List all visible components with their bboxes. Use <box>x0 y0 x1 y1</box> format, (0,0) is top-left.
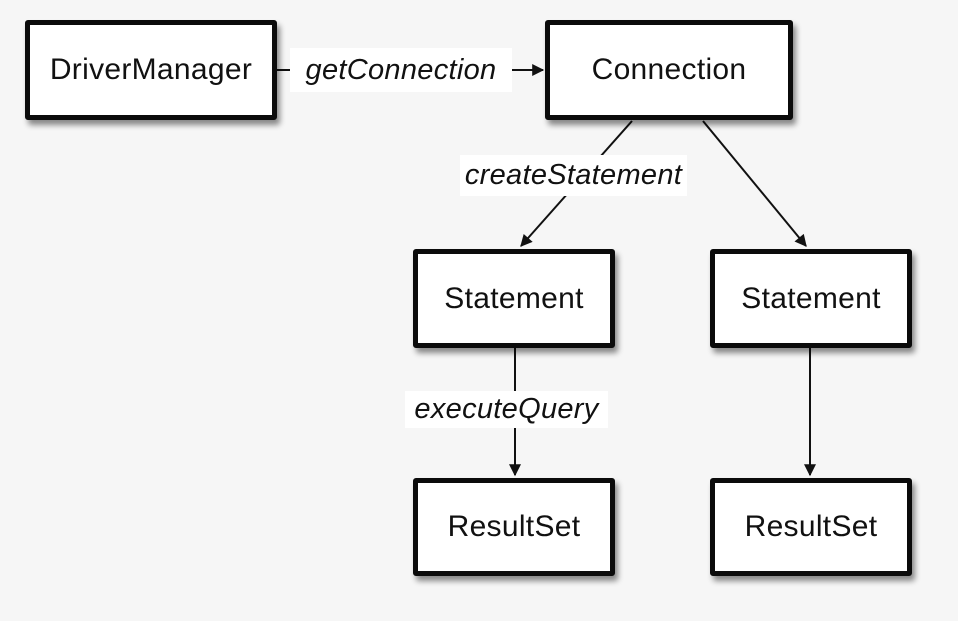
node-connection-label: Connection <box>591 53 747 86</box>
edge-label-createstatement: createStatement <box>460 155 687 196</box>
edge-label-getconnection-text: getConnection <box>305 53 497 86</box>
node-statement-right-label: Statement <box>741 281 881 315</box>
node-resultset-right: ResultSet <box>710 478 912 576</box>
edge-connection-to-statement-right-line <box>702 120 807 247</box>
node-resultset-left-label: ResultSet <box>447 510 581 543</box>
node-driver-manager: DriverManager <box>25 20 277 120</box>
node-statement-left-label: Statement <box>444 281 584 315</box>
edge-label-getconnection: getConnection <box>290 48 512 92</box>
node-driver-manager-label: DriverManager <box>49 53 253 86</box>
edge-label-executequery: executeQuery <box>405 391 608 428</box>
edge-label-createstatement-text: createStatement <box>464 159 683 191</box>
edge-label-executequery-text: executeQuery <box>414 393 599 425</box>
node-connection: Connection <box>545 20 793 120</box>
node-resultset-right-label: ResultSet <box>744 510 878 543</box>
node-statement-left: Statement <box>413 249 615 348</box>
node-resultset-left: ResultSet <box>413 478 615 576</box>
node-statement-right: Statement <box>710 249 912 348</box>
